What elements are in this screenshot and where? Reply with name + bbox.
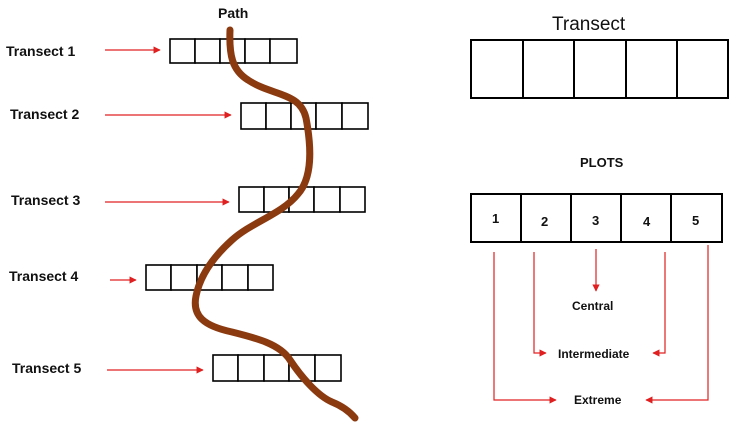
plot-number-3: 3 bbox=[592, 213, 599, 228]
transect-label-3: Transect 3 bbox=[11, 192, 80, 208]
transect-label-1: Transect 1 bbox=[6, 43, 75, 59]
path-label: Path bbox=[218, 5, 248, 21]
plots-title: PLOTS bbox=[580, 155, 624, 170]
transect-plots-5 bbox=[212, 354, 342, 382]
transect-detail-title: Transect bbox=[552, 14, 626, 35]
plot-number-5: 5 bbox=[692, 213, 699, 228]
extreme-arrow-left bbox=[493, 252, 557, 404]
plot-number-2: 2 bbox=[541, 214, 548, 229]
transect-plots-4 bbox=[145, 264, 274, 291]
label-extreme: Extreme bbox=[574, 393, 622, 407]
transect-label-5: Transect 5 bbox=[12, 360, 81, 376]
intermediate-arrow-left bbox=[533, 252, 547, 357]
plots-row: 1 2 3 4 5 bbox=[470, 193, 723, 243]
transect-label-2: Transect 2 bbox=[10, 106, 79, 122]
path-line bbox=[191, 26, 359, 422]
plot-number-1: 1 bbox=[492, 211, 499, 226]
plot-number-4: 4 bbox=[643, 214, 651, 229]
transect-detail-plots bbox=[470, 39, 729, 99]
label-intermediate: Intermediate bbox=[558, 347, 630, 361]
extreme-arrow-right bbox=[645, 245, 709, 404]
transect-label-4: Transect 4 bbox=[9, 268, 78, 284]
plots-detail: PLOTS 1 2 3 4 5 Central Intermediate Ext… bbox=[470, 155, 723, 407]
intermediate-arrow-right bbox=[652, 252, 666, 357]
label-central: Central bbox=[572, 299, 613, 313]
transect-rows: Transect 1 Transect 2 Transect 3 bbox=[6, 38, 369, 382]
transect-detail: Transect bbox=[470, 14, 729, 99]
